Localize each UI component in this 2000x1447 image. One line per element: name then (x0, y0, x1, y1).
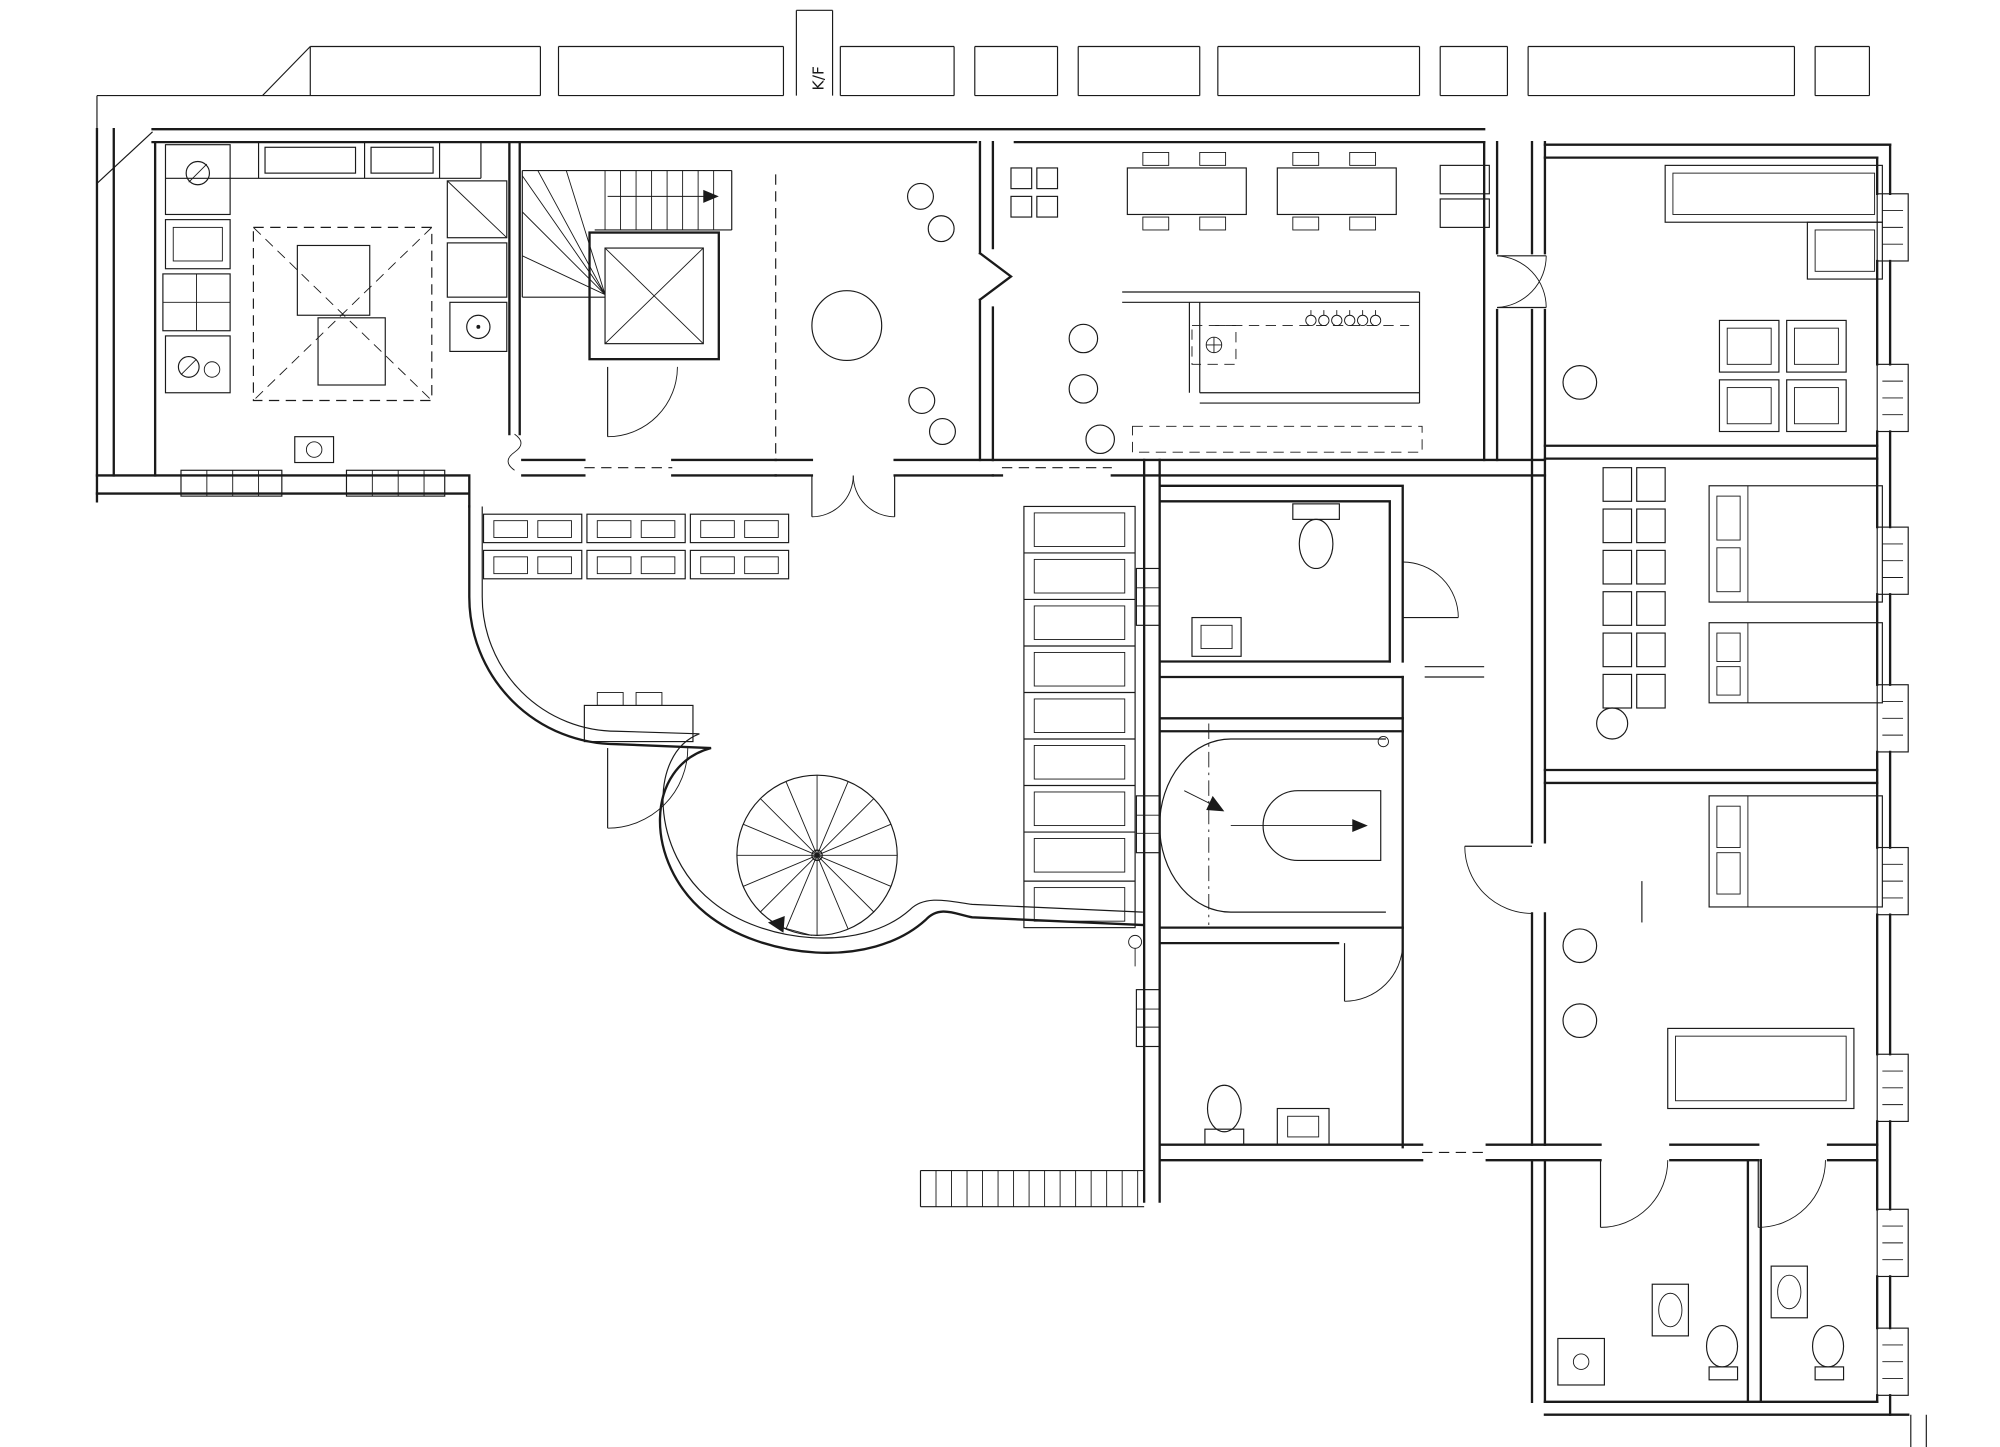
kitchen-appliances (162, 144, 231, 394)
corridor-threshold (1424, 666, 1485, 678)
sink-icon-room3a (1562, 928, 1598, 964)
kitchen-island (252, 226, 433, 402)
window-bays (1876, 193, 1909, 1396)
lobby-east-wall (978, 140, 1013, 462)
window-left-1 (180, 469, 283, 497)
shelving-column (1023, 505, 1136, 929)
corridor-to-wing-door-swing (1464, 845, 1532, 914)
guest-room-2 (1596, 467, 1883, 740)
stair-core-block (1135, 458, 1547, 1203)
main-hall (468, 505, 1145, 967)
toilet-icon-bath-right (1811, 1324, 1845, 1381)
shower-icon (1557, 1337, 1605, 1386)
dining-tables (1010, 151, 1490, 231)
north-wall (151, 128, 1486, 144)
lobby (774, 140, 1013, 518)
bed-3 (1708, 795, 1883, 908)
exterior-steps (919, 1169, 1145, 1208)
shelf-units (1602, 467, 1666, 709)
corner-pier (1910, 1414, 1927, 1447)
daybed (1667, 1027, 1855, 1110)
sink-icon-room2 (1596, 707, 1629, 740)
stair-entry-arrow (1206, 795, 1225, 812)
stairhall-south-wall (521, 458, 777, 477)
level-marker (1128, 934, 1143, 967)
corridor-double-door-swing (1497, 255, 1547, 309)
bar-room (991, 140, 1547, 477)
sink-icon-lower (1276, 1107, 1330, 1146)
guest-wing (1530, 140, 1927, 1447)
bathroom-right (1770, 1265, 1845, 1381)
round-table (811, 290, 883, 362)
curved-wall (468, 505, 1145, 967)
bathroom-partition (1746, 1159, 1762, 1403)
east-exterior-wall (1876, 143, 1909, 1416)
bed-2 (1708, 622, 1883, 704)
sink-icon-upper (1191, 616, 1242, 657)
wing-partition-1 (1543, 444, 1879, 460)
bathroom-door-swings (1599, 1160, 1826, 1228)
window-left-2 (345, 469, 446, 497)
lobby-chairs (906, 182, 956, 446)
wc-upper (1158, 484, 1459, 1149)
stair-up-arrow (703, 189, 719, 203)
kitchen-equipment-right (446, 180, 508, 352)
kitchen (153, 140, 522, 477)
elevator-door-swing (607, 366, 678, 438)
exterior-wall-left (95, 128, 471, 508)
guest-room-1 (1562, 164, 1883, 433)
sofa (1664, 164, 1883, 223)
toilet-icon-bath-left (1705, 1324, 1739, 1381)
banquette-seating (482, 513, 790, 580)
kf-shaft: K/F (795, 9, 834, 96)
sink-icon-room3b (1562, 1003, 1598, 1039)
kf-label: K/F (810, 66, 828, 90)
bar-stools (1068, 323, 1115, 455)
service-staircase (521, 169, 733, 298)
door-seal-symbol (507, 433, 522, 471)
core-windows (1135, 567, 1161, 1048)
hall-door-swing (607, 748, 689, 829)
toilet-icon-lower (1204, 1084, 1245, 1146)
main-staircase (1158, 717, 1404, 945)
double-door-swing (811, 475, 896, 518)
hall-table (583, 692, 694, 743)
bar-counter (1122, 291, 1423, 453)
wc-upper-door-swing (1402, 561, 1459, 619)
sink-icon-room1 (1562, 365, 1598, 400)
bed-1 (1708, 485, 1883, 603)
spiral-staircase (736, 774, 898, 936)
bathroom-left (1557, 1283, 1739, 1386)
tap-row (1305, 310, 1382, 327)
sink-icon-bath-left (1651, 1283, 1690, 1337)
wing-partition-2 (1543, 768, 1879, 785)
guest-room-3 (1562, 795, 1883, 1110)
spiral-stair-arrow (767, 916, 785, 933)
stair-direction-arrow (1352, 819, 1368, 833)
toilet-icon-upper (1292, 503, 1340, 570)
bar-east-wall (1482, 140, 1547, 462)
sink-icon-bath-right (1770, 1265, 1808, 1319)
kitchen-divider-wall (508, 140, 521, 436)
range-icon (162, 273, 231, 332)
wc-lower (1158, 943, 1547, 1162)
elevator (588, 231, 720, 438)
top-colonnade: K/F (96, 9, 1871, 130)
floor-drain-icon (294, 436, 335, 464)
armchairs (1718, 319, 1847, 433)
kitchen-counter (165, 142, 482, 179)
bathroom-wall (1543, 1143, 1879, 1162)
wc-lower-door-swing (1343, 943, 1404, 1002)
